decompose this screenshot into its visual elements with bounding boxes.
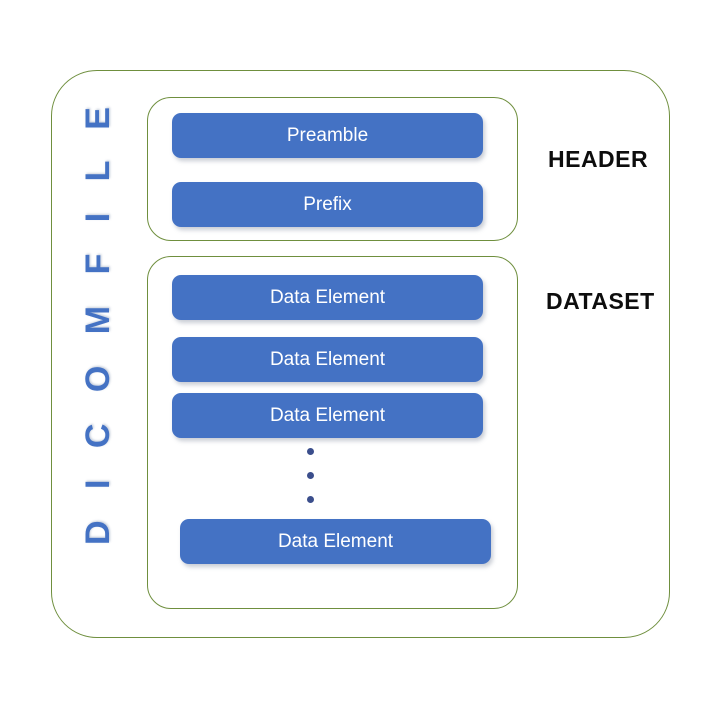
dataset-box-data-element-3[interactable]: Data Element [172,393,483,438]
dataset-box-data-element-last-label: Data Element [277,530,394,552]
section-label-dataset: DATASET [546,288,655,314]
dataset-box-data-element-3-label: Data Element [269,404,386,426]
dataset-box-data-element-1-label: Data Element [269,286,386,308]
dataset-box-data-element-2[interactable]: Data Element [172,337,483,382]
header-section-container [147,97,518,241]
header-box-preamble-label: Preamble [286,124,369,146]
header-box-prefix-label: Prefix [303,193,352,215]
section-label-header: HEADER [548,146,649,172]
dataset-box-data-element-2-label: Data Element [269,348,386,370]
ellipsis-dot-1 [307,448,314,455]
header-box-prefix[interactable]: Prefix [172,182,483,227]
ellipsis-dot-3 [307,496,314,503]
header-box-preamble[interactable]: Preamble [172,113,483,158]
dataset-section-container [147,256,518,609]
vertical-ellipsis-icon [296,448,326,510]
ellipsis-dot-2 [307,472,314,479]
dicom-file-container [51,70,670,638]
dataset-box-data-element-last[interactable]: Data Element [180,519,491,564]
dataset-box-data-element-1[interactable]: Data Element [172,275,483,320]
